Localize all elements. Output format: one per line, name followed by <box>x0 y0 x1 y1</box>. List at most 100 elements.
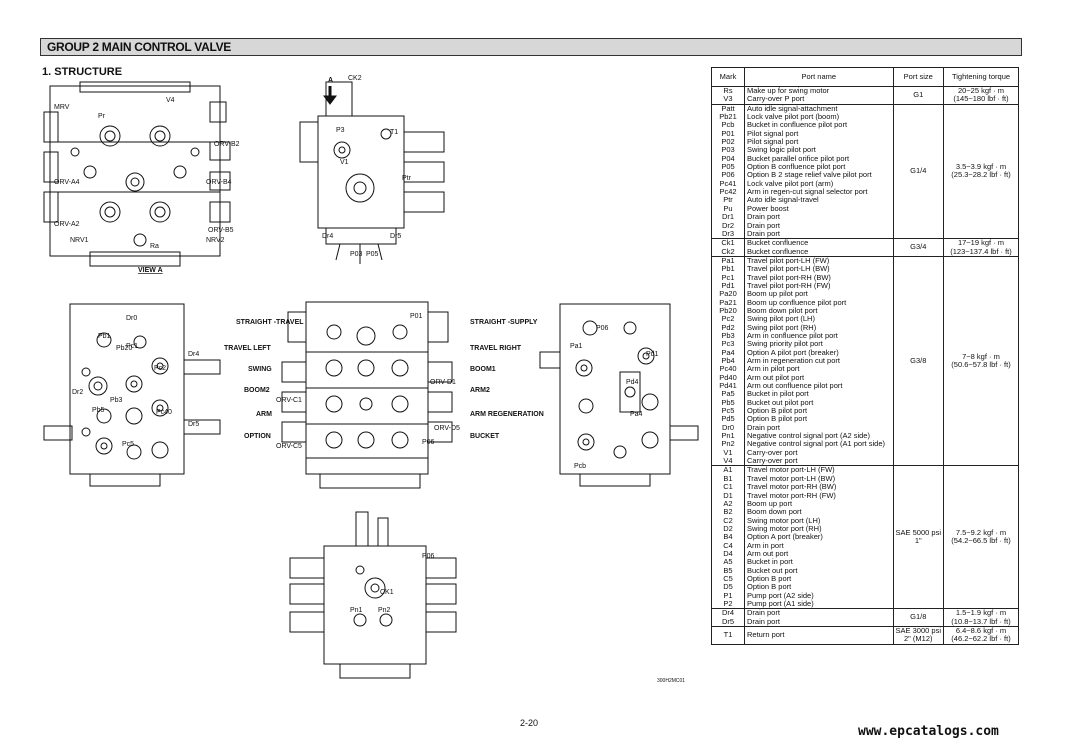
port-name-line: Return port <box>747 630 785 640</box>
mark-line: D5 <box>723 582 733 592</box>
top-side-drawing <box>299 81 445 264</box>
callout-boom1: BOOM1 <box>470 366 496 373</box>
mark-line: P06 <box>721 170 735 180</box>
callout-p06-right: P06 <box>596 325 609 332</box>
callout-pc2: Pc2 <box>154 365 166 372</box>
port-name-line: Power boost <box>747 203 789 213</box>
torque-line: 3.5~3.9 kgf · m <box>955 162 1007 172</box>
torque-line: (145~180 lbf · ft) <box>953 94 1009 104</box>
torque-line: 7~8 kgf · m <box>962 351 1000 361</box>
callout-orv-d5: ORV-D5 <box>434 425 460 432</box>
port-name-line: Boom down pilot port <box>747 305 818 315</box>
group-title: GROUP 2 MAIN CONTROL VALVE <box>47 40 231 54</box>
mark-line: Patt <box>721 103 735 113</box>
mark-line: C2 <box>723 515 733 525</box>
mark-line: A5 <box>723 557 733 567</box>
valve-drawings: A VIEW A MRV V4 Pr ORV-B2 ORV-A4 ORV-B4 … <box>43 75 699 679</box>
torque-cell: 3.5~3.9 kgf · m(25.3~28.2 lbf · ft) <box>943 103 1019 240</box>
mark-line: Pc3 <box>721 339 735 349</box>
torque-cell: 6.4~8.6 kgf · m(46.2~62.2 lbf · ft) <box>943 626 1019 645</box>
torque-line: (46.2~62.2 lbf · ft) <box>951 634 1011 644</box>
torque-line: (25.3~28.2 lbf · ft) <box>951 170 1011 180</box>
drawing-code: 300H2MC01 <box>657 678 686 684</box>
callout-pd1: Pd1 <box>646 351 659 358</box>
torque-cell: 1.5~1.9 kgf · m(10.8~13.7 lbf · ft) <box>943 608 1019 627</box>
callout-orv-b5: ORV-B5 <box>208 227 234 234</box>
mark-line: P02 <box>721 137 735 147</box>
port-size-line: SAE 5000 psi <box>895 528 941 538</box>
callout-t1: T1 <box>390 129 398 136</box>
port-name-line: Travel motor port-RH (BW) <box>747 482 837 492</box>
port-name-line: Option B port <box>747 582 792 592</box>
port-name-line: Travel motor port-RH (FW) <box>747 490 836 500</box>
mark-line: Pa21 <box>719 297 737 307</box>
mark-line: Rs <box>723 86 733 95</box>
mark-line: Dr1 <box>721 212 735 222</box>
mark-line: P03 <box>721 145 735 155</box>
mark-line: Pb4 <box>721 356 735 365</box>
port-name-line: Arm in port <box>747 540 784 550</box>
callout-pb1: Pb1 <box>98 333 111 340</box>
port-name-line: Bucket in port <box>747 557 793 567</box>
port-name-line: Travel motor port-LH (BW) <box>747 473 836 483</box>
mark-line: V4 <box>723 456 733 466</box>
mark-line: Pc2 <box>721 314 735 324</box>
callout-dr4: Dr4 <box>322 233 333 240</box>
callout-orv-b2: ORV-B2 <box>214 141 240 148</box>
mark-line: Dr3 <box>721 228 735 238</box>
callout-pr: Pr <box>98 113 106 120</box>
mark-line: Pa5 <box>721 389 735 399</box>
mark-line: Pd2 <box>721 322 735 332</box>
mark-line: Pb3 <box>721 330 735 340</box>
callout-pb3: Pb3 <box>110 397 123 404</box>
callout-bucket: BUCKET <box>470 433 500 440</box>
mark-line: V1 <box>723 447 733 457</box>
callout-ck2: CK2 <box>348 75 362 82</box>
port-name-line: Arm out confluence pilot port <box>747 381 843 391</box>
mark-line: Ck1 <box>721 238 735 248</box>
port-name-line: Arm in pilot port <box>747 364 800 374</box>
front-view-drawing <box>289 511 457 679</box>
callout-arm2: ARM2 <box>470 387 490 394</box>
mark-line: V3 <box>723 94 733 104</box>
callout-arm-regeneration: ARM REGENERATION <box>470 411 544 418</box>
port-name-line: Arm in regen-cut signal selector port <box>747 187 868 197</box>
port-name-line: Pilot signal port <box>747 128 799 138</box>
callout-mrv: MRV <box>54 104 70 111</box>
port-name-line: Arm in confluence pilot port <box>747 330 838 340</box>
mark-line: Ptr <box>723 195 733 205</box>
callout-pd4: Pd4 <box>626 379 639 386</box>
port-name-line: Negative control signal port (A2 side) <box>747 431 870 441</box>
mark-line: Pn2 <box>721 439 735 449</box>
callout-dr0: Dr0 <box>126 315 137 322</box>
port-name-line: Carry-over port <box>747 456 798 466</box>
port-name-line: Auto idle signal-attachment <box>747 103 838 113</box>
callout-pc40: Pc40 <box>156 409 172 416</box>
port-name-line: Pump port (A2 side) <box>747 590 814 600</box>
mark-line: A2 <box>723 498 733 508</box>
view-a-label: VIEW A <box>138 267 163 274</box>
port-name-line: Carry-over port <box>747 447 798 457</box>
mark-line: Pa4 <box>721 347 735 357</box>
mark-cell: T1 <box>711 626 745 645</box>
page-number: 2-20 <box>520 718 539 728</box>
port-name-line: Option B pilot port <box>747 406 808 416</box>
port-size-cell: G1/4 <box>892 103 945 240</box>
port-name-line: Boom up pilot port <box>747 289 808 299</box>
left-side-drawing <box>43 303 221 487</box>
mark-line: B1 <box>723 473 733 483</box>
callout-pn1: Pn1 <box>350 607 363 614</box>
mark-line: Pd1 <box>721 280 735 290</box>
callout-pn2: Pn2 <box>378 607 391 614</box>
port-spec-table: Mark Port name Port size Tightening torq… <box>711 67 1019 645</box>
mark-line: P2 <box>723 598 733 608</box>
mark-line: P04 <box>721 153 735 163</box>
port-name-line: Option A port (breaker) <box>747 532 823 542</box>
mark-line: D2 <box>723 523 733 533</box>
